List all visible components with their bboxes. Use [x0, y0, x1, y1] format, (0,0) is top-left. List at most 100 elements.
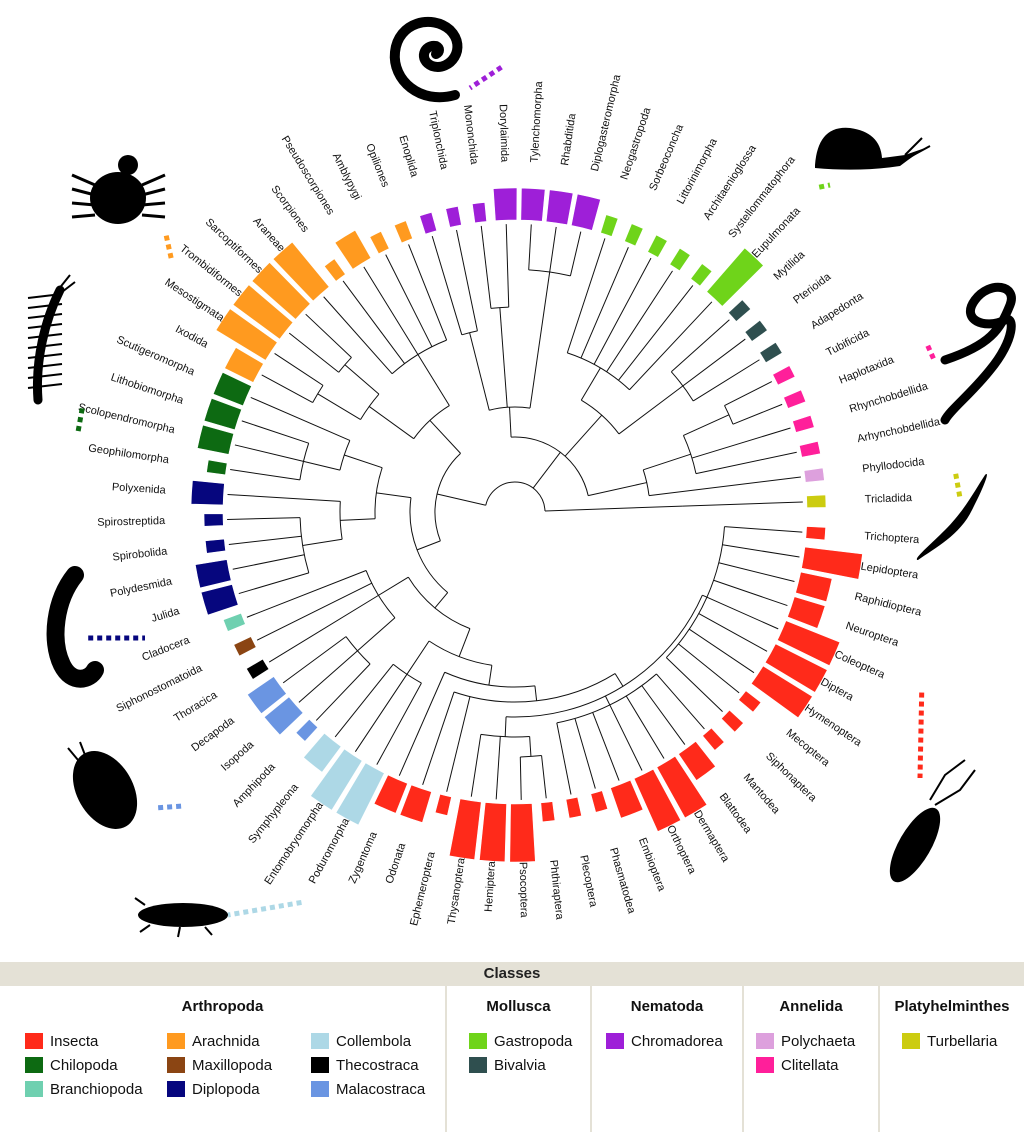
branch-segment: [724, 526, 803, 533]
branch-segment: [305, 313, 352, 358]
branch-segment: [446, 696, 471, 792]
tip-label: Orthoptera: [664, 823, 698, 876]
branch-segment: [378, 576, 409, 596]
woodlouse-silhouette: [67, 741, 138, 829]
tip-label: Embioptera: [636, 836, 668, 894]
organism-silhouettes: [27, 17, 1016, 938]
tip-label: Amblypygi: [330, 151, 364, 202]
branch-segment: [334, 663, 394, 738]
abundance-bar-symphypleona: [303, 732, 342, 773]
abundance-bar-coleoptera: [776, 620, 841, 667]
branch-segment: [724, 381, 772, 407]
branch-segment: [302, 538, 343, 547]
branch-arc: [480, 733, 530, 738]
tip-label: Polydesmida: [109, 575, 174, 599]
tip-label: Diplogasteromorpha: [589, 73, 624, 173]
branch-segment: [695, 451, 797, 475]
legend-item-polychaeta: Polychaeta: [756, 1031, 855, 1051]
branch-segment: [234, 444, 304, 462]
branch-arc: [299, 443, 310, 481]
abundance-bar-hymenoptera: [750, 665, 813, 719]
branch-arc: [339, 501, 343, 540]
legend-item-malacostraca: Malacostraca: [311, 1079, 425, 1099]
abundance-bar-neogastropoda: [600, 214, 619, 237]
branch-segment: [458, 628, 471, 657]
branch-segment: [648, 476, 801, 497]
abundance-bar-entomobryomorpha: [310, 748, 363, 811]
legend-item-gastropoda: Gastropoda: [469, 1031, 572, 1051]
abundance-bar-tylenchomorpha: [520, 187, 546, 222]
legend-item-diplopoda: Diplopoda: [167, 1079, 260, 1099]
abundance-bar-orthoptera: [633, 768, 682, 832]
legend-swatch: [311, 1081, 329, 1097]
abundance-bar-rhabditida: [545, 189, 574, 226]
abundance-bar-ephemeroptera: [434, 793, 452, 816]
branch-segment: [274, 353, 324, 386]
branch-segment: [230, 469, 300, 481]
branch-arc: [642, 469, 650, 496]
abundance-bar-sorbeoconcha: [624, 223, 644, 247]
tip-label: Phyllodocida: [862, 456, 926, 476]
abundance-bar-amphipoda: [295, 718, 319, 742]
tip-label: Arhynchobdellida: [856, 416, 942, 445]
tip-label: Tricladida: [865, 492, 914, 506]
legend-swatch: [25, 1081, 43, 1097]
legend-item-thecostraca: Thecostraca: [311, 1055, 419, 1075]
branch-segment: [232, 554, 305, 570]
tip-label: Amphipoda: [231, 760, 279, 809]
branch-segment: [706, 596, 779, 630]
branch-arc: [453, 673, 616, 703]
tip-label: Lepidoptera: [860, 561, 920, 582]
legend-swatch: [469, 1033, 487, 1049]
branch-segment: [534, 685, 538, 701]
legend-item-chilopoda: Chilopoda: [25, 1055, 118, 1075]
branch-arc: [392, 663, 422, 684]
tip-label: Raphidioptera: [853, 591, 923, 619]
branch-segment: [376, 682, 422, 765]
abundance-bar-polydesmida: [194, 559, 232, 589]
legend-label: Turbellaria: [927, 1032, 998, 1050]
branch-segment: [666, 657, 723, 713]
branch-segment: [431, 236, 463, 335]
branch-segment: [436, 493, 486, 506]
tip-label: Adapedonta: [809, 290, 866, 332]
branch-segment: [256, 582, 372, 641]
branch-segment: [488, 665, 493, 686]
beetle-silhouette: [889, 759, 976, 883]
silhouette-connectors: [75, 65, 963, 918]
abundance-bar-scolopendromorpha: [197, 424, 235, 455]
abundance-bar-triplonchida: [445, 205, 462, 228]
branch-segment: [456, 229, 478, 331]
nematode-connector: [468, 65, 503, 91]
legend-divider: [445, 986, 447, 1132]
springtail-connector: [227, 899, 302, 918]
legend-label: Bivalvia: [494, 1056, 546, 1074]
branch-segment: [357, 617, 396, 652]
abundance-bar-architaenioglossa: [669, 247, 691, 272]
legend-item-arachnida: Arachnida: [167, 1031, 260, 1051]
branch-segment: [692, 359, 760, 402]
tip-label: Cladocera: [140, 634, 192, 664]
legend-label: Malacostraca: [336, 1080, 426, 1098]
branch-segment: [604, 695, 611, 706]
earthworm-connector: [925, 344, 938, 364]
branch-segment: [529, 736, 532, 757]
abundance-bar-littorinimorpha: [647, 234, 668, 258]
tip-label: Lithobiomorpha: [109, 371, 186, 407]
legend-label: Polychaeta: [781, 1032, 856, 1050]
abundance-bar-plecoptera: [565, 796, 582, 819]
tip-label: Rhynchobdellida: [848, 380, 930, 415]
branch-segment: [718, 562, 795, 583]
mite-connector: [163, 235, 175, 263]
abundance-bar-pterioida: [744, 319, 768, 342]
abundance-bar-scutigeromorpha: [212, 371, 252, 407]
branch-segment: [385, 254, 433, 347]
branch-segment: [499, 307, 508, 408]
branch-segment: [509, 407, 512, 438]
branch-segment: [504, 716, 507, 737]
legend-swatch: [902, 1033, 920, 1049]
tip-label: Phthiraptera: [547, 859, 566, 921]
